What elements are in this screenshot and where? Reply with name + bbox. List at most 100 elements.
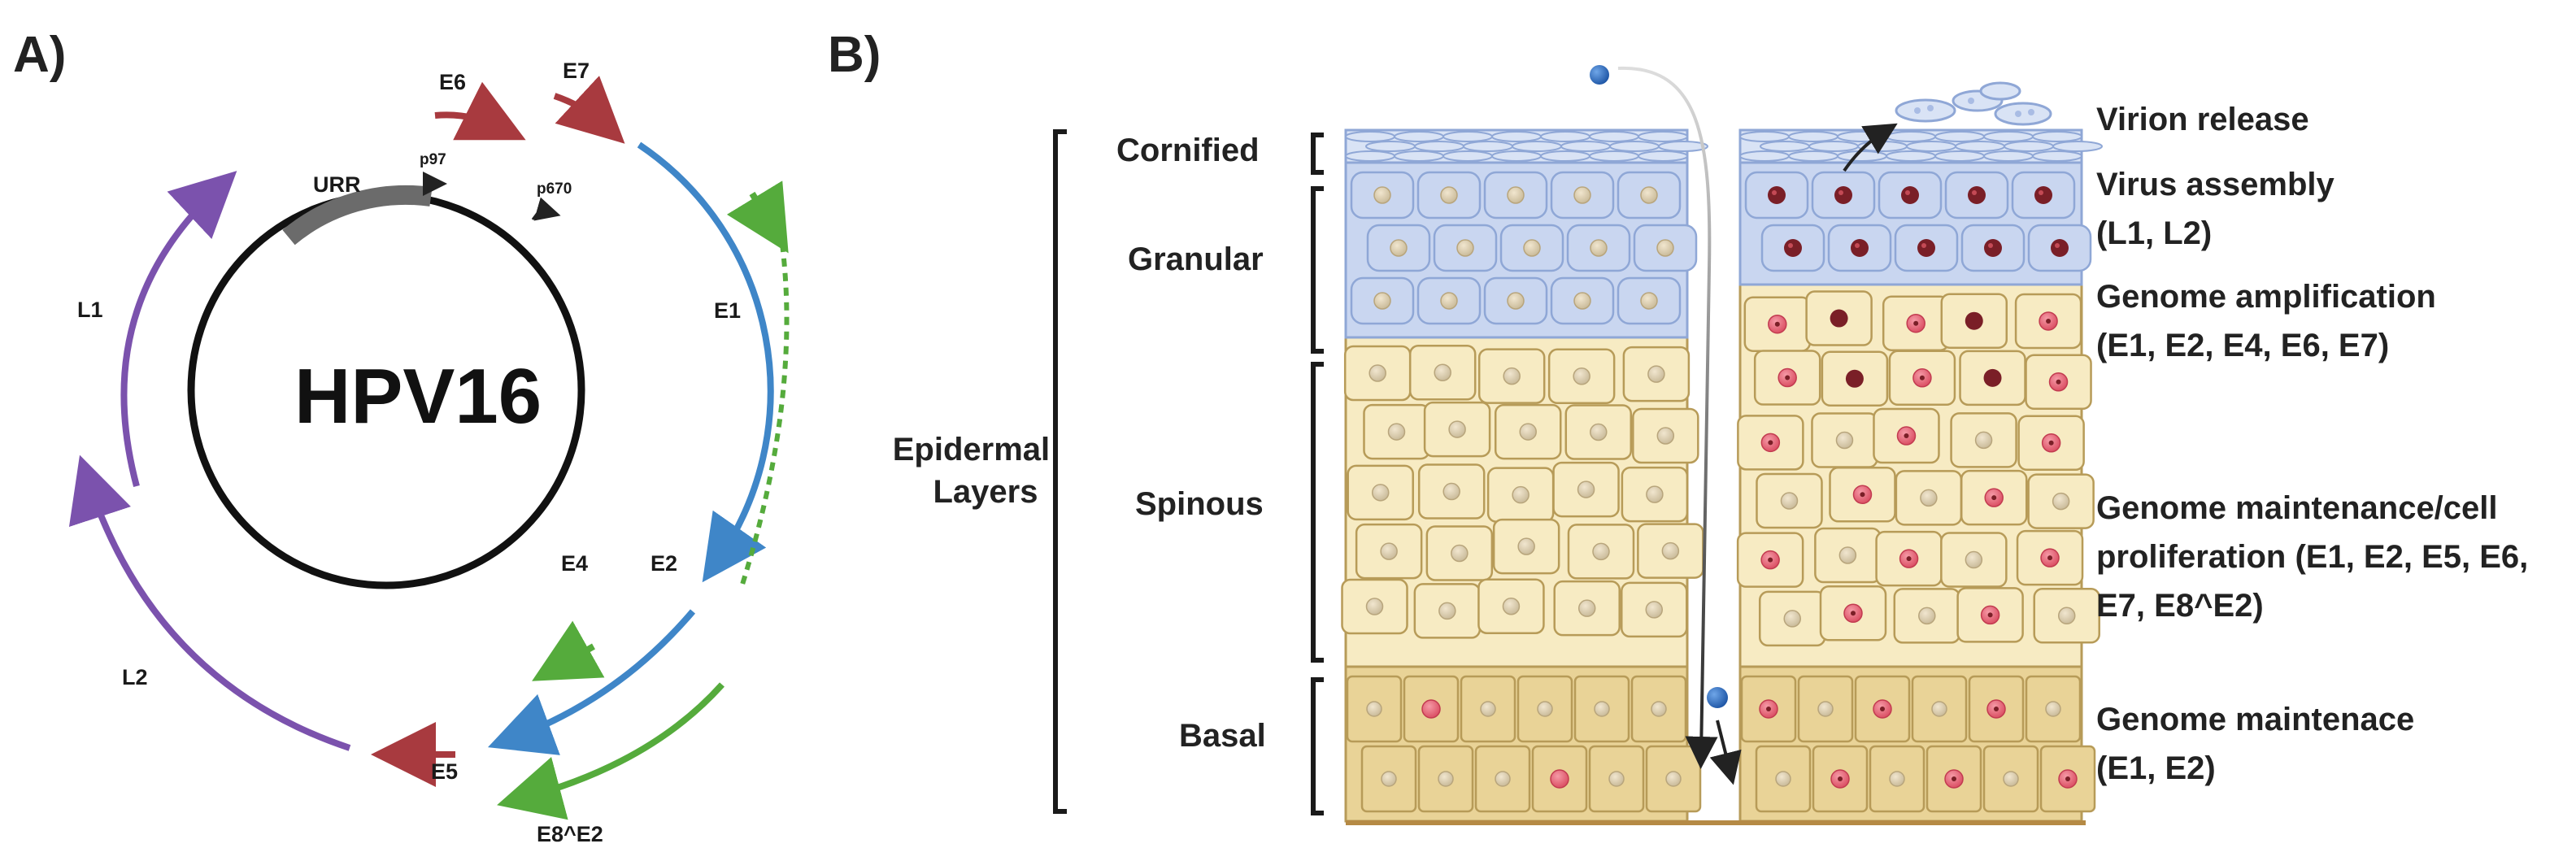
cornified-cell [1540,150,1590,162]
cornified-cell [1345,150,1395,162]
cornified-cell [1540,131,1590,142]
cell-nucleus [1503,367,1521,385]
released-virions [1895,81,2052,126]
cell-nucleus [1438,602,1456,620]
cornified-cell [1345,131,1395,142]
cell-nucleus [1368,364,1386,382]
cornified-cell [1886,150,1936,162]
cell-nucleus [1835,431,1854,450]
granular-bracket [1311,186,1324,354]
viral-genome-dot [1766,707,1771,711]
cornified-cell [2032,131,2082,142]
basal-entry-arrow [1709,720,1742,785]
viral-genome-dot [2065,776,2070,781]
viral-genome-dot [2056,379,2061,385]
assembled-virus [2051,239,2069,257]
infected-nucleus [1550,769,1569,789]
viral-genome-dot [1860,492,1865,498]
e5-label: E5 [431,759,458,784]
viral-genome-dot [1838,776,1843,781]
cornified-label: Cornified [1116,133,1260,168]
basal-bracket [1311,677,1324,815]
cell-nucleus [1451,544,1469,563]
e6-gene-arrow [434,81,526,141]
cell-nucleus [1889,771,1905,787]
incoming-virion [1590,65,1609,85]
cornified-cell [2004,141,2054,152]
cell-nucleus [1440,186,1458,204]
cell-nucleus [2045,701,2061,717]
assembled-virus [1768,186,1786,204]
cornified-cell [1739,150,1790,162]
cell-nucleus [1573,292,1591,310]
virus-capsid-dot [1855,243,1860,248]
cell-nucleus [1920,489,1938,507]
cell-nucleus [1495,771,1511,787]
cornified-cell [1638,150,1688,162]
cell-nucleus [1608,771,1625,787]
cell-nucleus [1640,292,1658,310]
cell-nucleus [1918,607,1936,625]
cell-nucleus [1590,239,1608,257]
genome-amplification-label: Genome amplification (E1, E2, E4, E6, E7… [2096,279,2445,363]
infected-epithelium [1736,128,2103,823]
assembled-virus [1917,239,1935,257]
cell-nucleus [1573,186,1591,204]
cell-nucleus [1656,239,1674,257]
assembled-virus [1845,369,1864,388]
cornified-cell [2032,150,2082,162]
cornified-cell [1983,150,2034,162]
cell-nucleus [1438,771,1454,787]
assembled-virus [1834,186,1852,204]
l2-label: L2 [122,665,148,689]
infected-nucleus [1421,699,1441,719]
cell-nucleus [1373,292,1391,310]
cornified-cell [1934,150,1985,162]
cornified-cell [1658,141,1708,152]
cornified-cell [1512,141,1562,152]
cell-nucleus [1519,423,1537,441]
cell-nucleus [1645,601,1664,619]
viral-genome-dot [1952,776,1956,781]
cell-nucleus [1783,610,1801,628]
cell-nucleus [1780,492,1799,510]
cell-nucleus [1931,701,1947,717]
cell-nucleus [1434,363,1451,382]
cell-nucleus [1573,367,1590,385]
viral-genome-dot [1991,495,1997,501]
cell-nucleus [1502,597,1521,615]
cornified-cell [1463,141,1513,152]
l1-label: L1 [77,298,103,322]
urr-segment [282,185,433,246]
viral-genome-dot [1774,321,1780,327]
e7-label: E7 [563,59,590,83]
e7-gene-arrow [553,76,625,144]
assembled-virus [2034,186,2052,204]
cell-nucleus [1387,423,1406,441]
l2-gene-arrow [68,454,351,751]
cornified-cell [1491,131,1542,142]
p670-label: p670 [537,180,572,198]
basal-label: Basal [1179,718,1266,754]
cell-nucleus [1775,771,1791,787]
cell-nucleus [1661,541,1680,560]
cornified-cell [1394,131,1444,142]
cornified-cell [1808,141,1859,152]
assembled-virus [1984,239,2002,257]
e2-gene-arrow [487,609,696,755]
viral-genome-dot [1768,557,1773,563]
assembled-virus [1968,186,1986,204]
uninfected-epithelium [1341,128,1708,823]
cornified-cell [1560,141,1611,152]
virus-capsid-dot [1905,190,1910,195]
cornified-cell [1906,141,1956,152]
viral-genome-dot [1785,375,1791,380]
cell-nucleus [1651,701,1667,717]
cell-nucleus [1523,239,1541,257]
assembled-virus [1851,239,1869,257]
cornified-cell [1886,131,1936,142]
e8e2-label: E8^E2 [537,822,603,846]
assembled-virus [1901,186,1919,204]
cell-nucleus [1448,420,1466,438]
